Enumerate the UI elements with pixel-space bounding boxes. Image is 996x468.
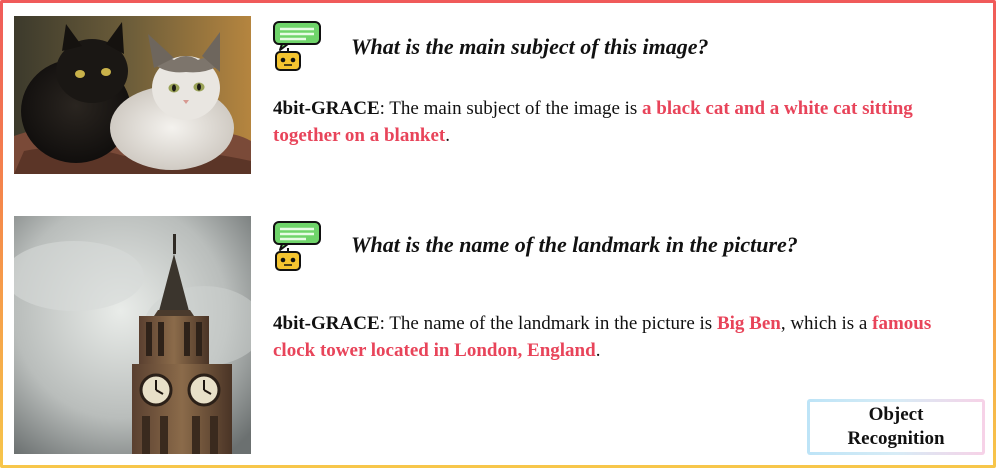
- answer-highlight: famous clock tower located in London, En…: [273, 313, 932, 361]
- answer-highlight: Big Ben: [716, 313, 781, 334]
- cats-photo: [14, 16, 251, 174]
- answer-segment: : The name of the landmark in the pictur…: [379, 313, 717, 334]
- badge-line: Object: [868, 404, 924, 425]
- question-text: What is the main subject of this image?: [351, 34, 709, 59]
- robot-chat-icon: [272, 20, 322, 72]
- answer-segment: , which is a: [780, 313, 873, 334]
- answer-text: 4bit-GRACE: The main subject of the imag…: [273, 95, 963, 149]
- model-name: 4bit-GRACE: [273, 313, 380, 334]
- question-text: What is the name of the landmark in the …: [351, 232, 798, 257]
- answer-highlight: a black cat and a white cat sitting toge…: [273, 98, 913, 146]
- answer-segment: : The main subject of the image is: [379, 98, 643, 119]
- badge-line: Recognition: [847, 428, 945, 449]
- answer-text: 4bit-GRACE: The name of the landmark in …: [273, 310, 963, 364]
- answer-segment: .: [595, 340, 601, 361]
- big-ben-photo: [14, 216, 251, 454]
- category-badge: Object Recognition: [807, 399, 985, 455]
- answer-segment: .: [445, 125, 450, 146]
- model-name: 4bit-GRACE: [273, 98, 380, 119]
- robot-chat-icon: [272, 220, 322, 272]
